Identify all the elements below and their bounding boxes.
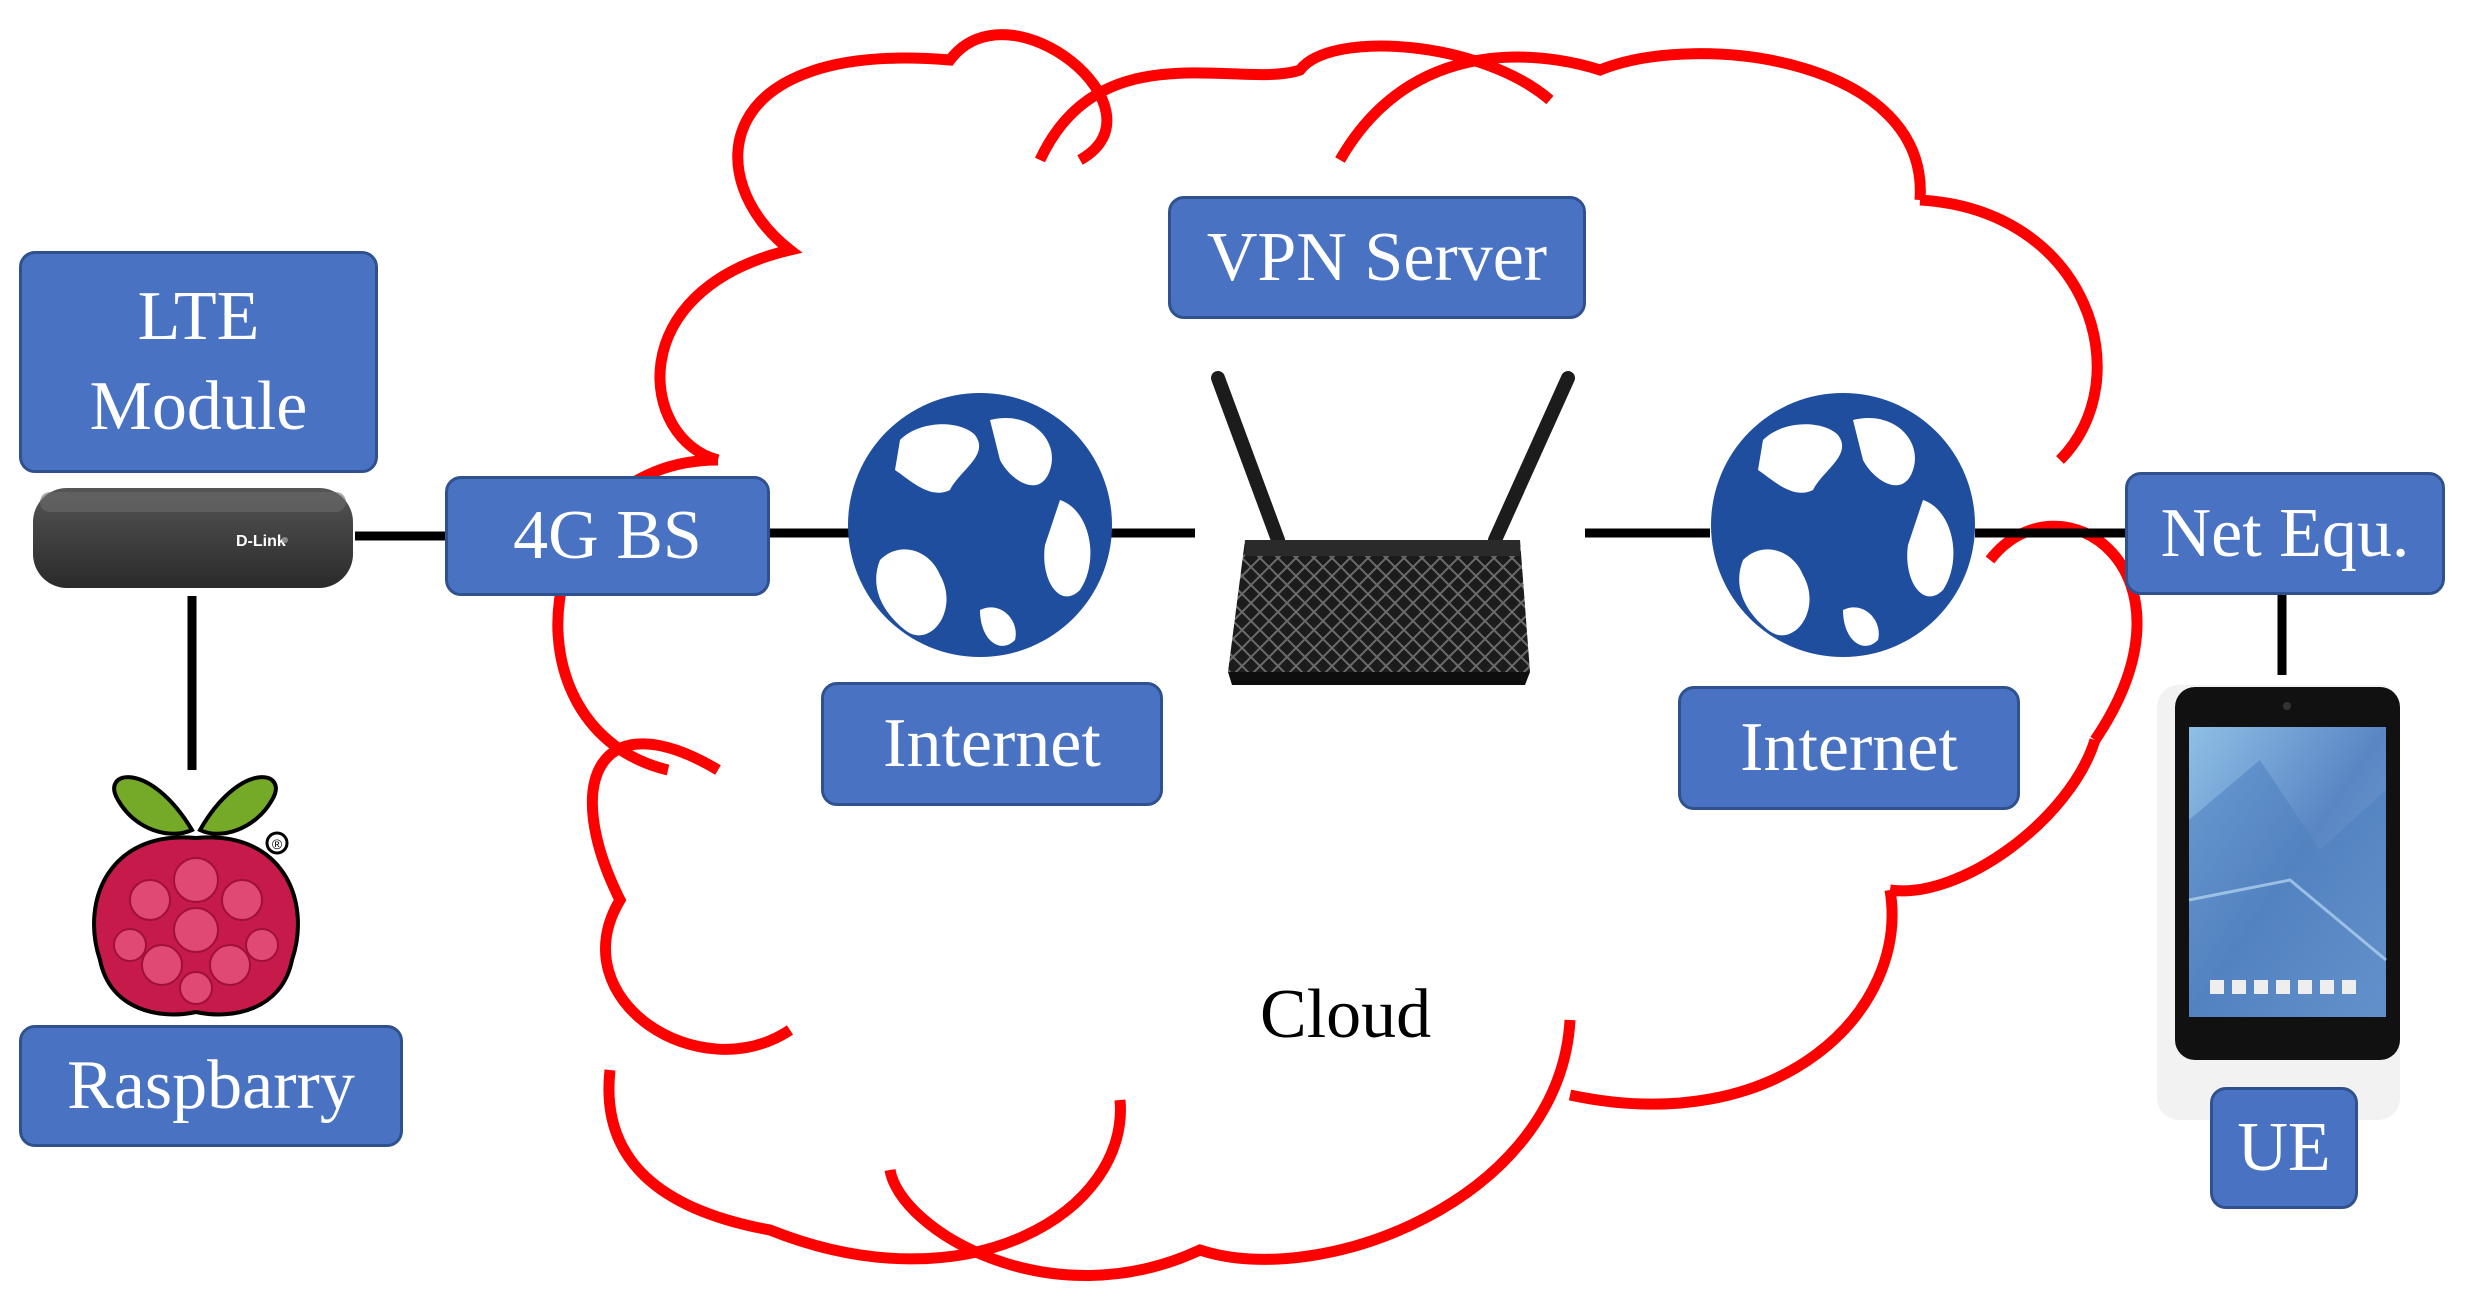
- net-equ-box: Net Equ.: [2125, 472, 2445, 595]
- raspberry-label: Raspbarry: [67, 1047, 355, 1125]
- globe-icon-right: [1711, 393, 1975, 657]
- internet-left-label: Internet: [883, 705, 1101, 783]
- globe-icon-left: [848, 393, 1112, 657]
- ue-box: UE: [2210, 1087, 2358, 1209]
- internet-left-box: Internet: [821, 682, 1163, 806]
- ue-label: UE: [2237, 1109, 2331, 1187]
- connectors: [187, 528, 2287, 770]
- vpn-server-box: VPN Server: [1168, 196, 1586, 319]
- svg-text:®: ®: [272, 836, 283, 852]
- router-icon: [1211, 371, 1575, 685]
- usb-dongle-icon: D-Link: [33, 488, 353, 588]
- vpn-server-label: VPN Server: [1206, 218, 1548, 296]
- 4g-bs-label: 4G BS: [513, 497, 702, 575]
- lte-module-box: LTE Module: [19, 251, 378, 473]
- 4g-bs-box: 4G BS: [445, 476, 770, 596]
- cloud-label: Cloud: [1260, 976, 1432, 1053]
- cloud-outline: [552, 29, 2143, 1281]
- net-equ-label: Net Equ.: [2160, 494, 2410, 572]
- internet-right-label: Internet: [1740, 709, 1958, 787]
- raspberry-pi-logo: ®: [92, 775, 300, 1017]
- tablet-icon: [2157, 685, 2400, 1120]
- lte-module-label: LTE Module: [89, 278, 308, 445]
- internet-right-box: Internet: [1678, 686, 2020, 810]
- dongle-brand-label: D-Link: [236, 533, 286, 550]
- raspberry-box: Raspbarry: [19, 1025, 403, 1147]
